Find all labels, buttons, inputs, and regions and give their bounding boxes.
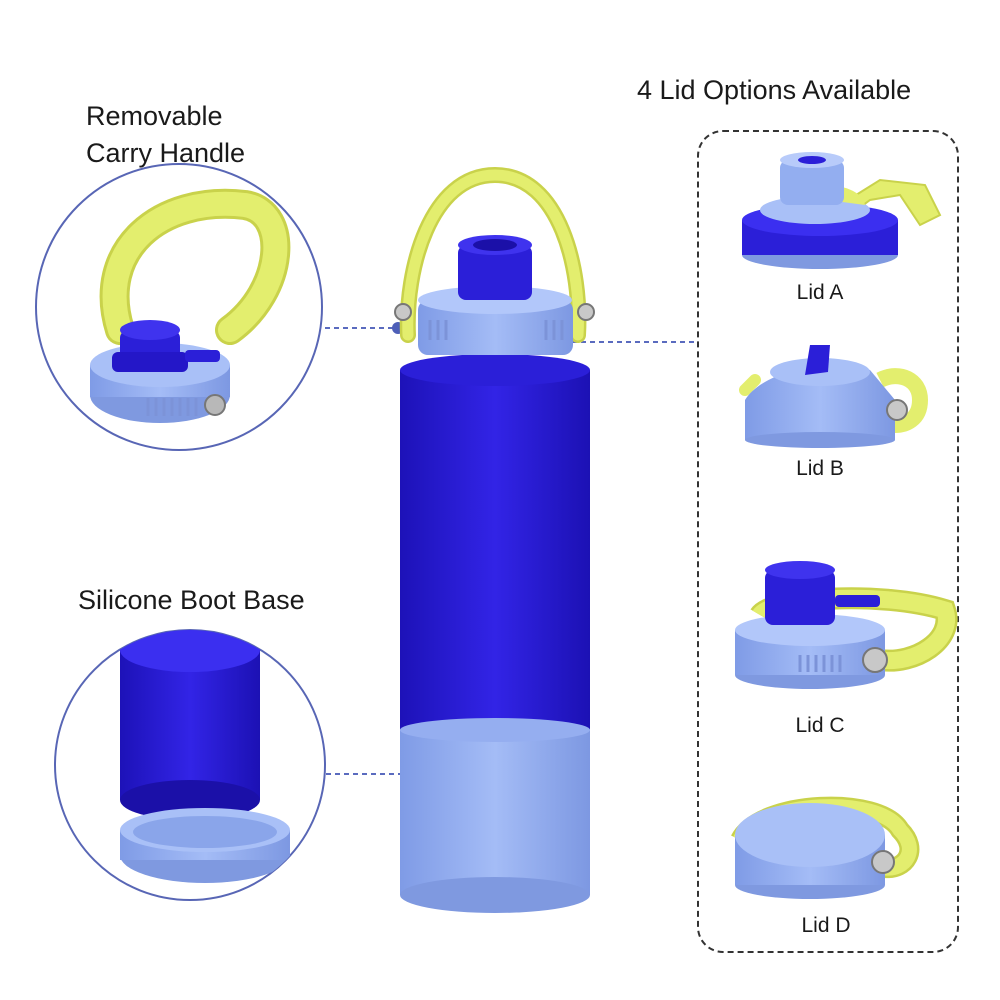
handle-detail-circle	[35, 163, 323, 451]
lid-options-title: 4 Lid Options Available	[637, 75, 912, 105]
lid-c-label: Lid C	[795, 714, 845, 737]
lid-a-illustration	[742, 152, 942, 269]
handle-title-line2: Carry Handle	[86, 138, 246, 168]
lid-b-label: Lid B	[796, 457, 844, 480]
main-bottle	[394, 166, 595, 913]
boot-detail-circle	[54, 629, 326, 901]
connector-lines	[307, 327, 697, 775]
lid-a-label: Lid A	[796, 281, 844, 304]
lid-b-illustration	[739, 345, 929, 448]
lid-options-box	[697, 130, 959, 953]
lid-c-illustration	[735, 561, 958, 689]
handle-title-line1: Removable	[86, 101, 223, 131]
lid-d-illustration	[731, 796, 920, 899]
lid-d-label: Lid D	[801, 914, 851, 937]
boot-title: Silicone Boot Base	[78, 585, 305, 615]
